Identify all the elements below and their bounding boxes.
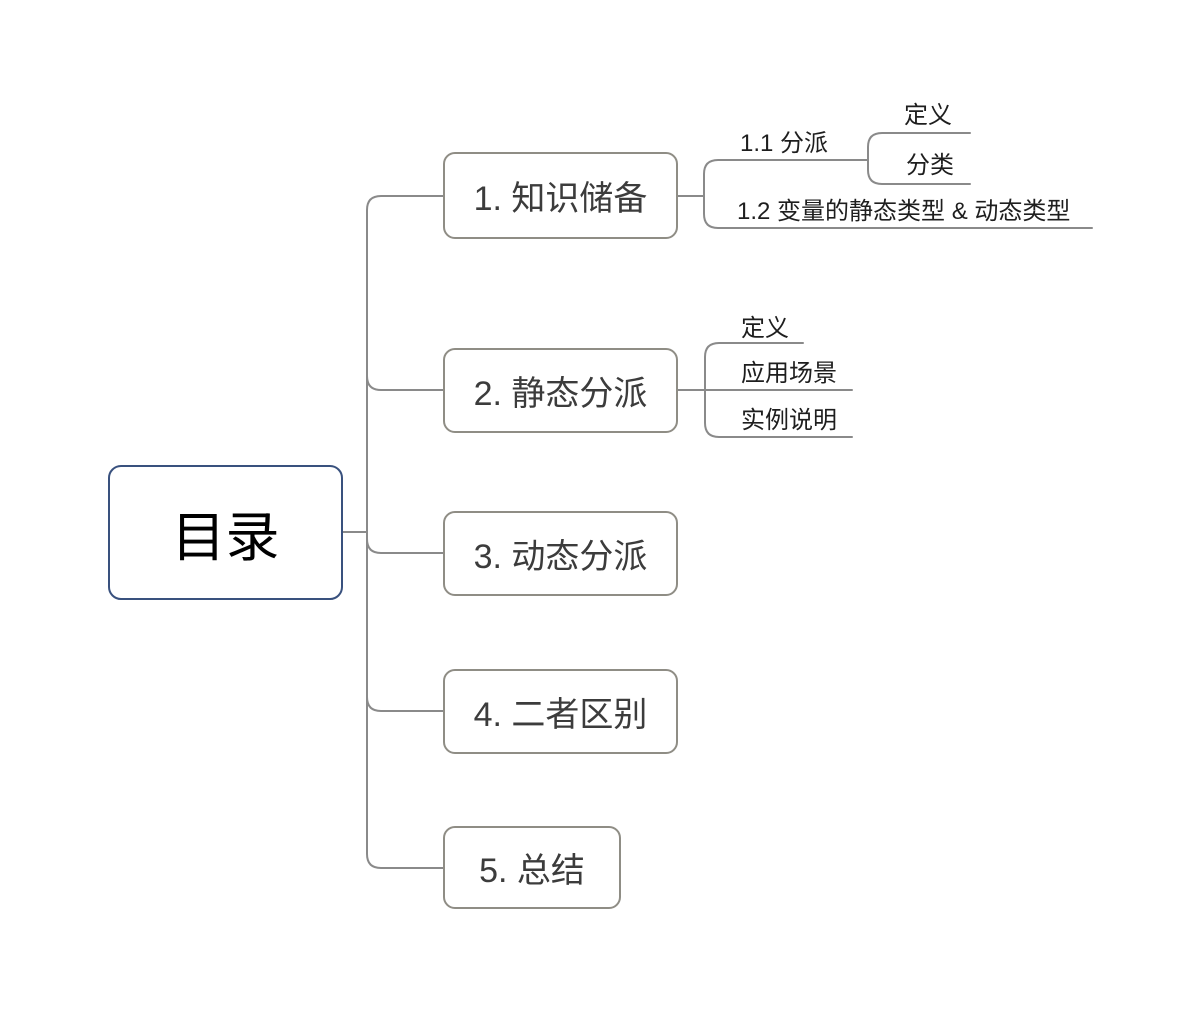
branch-topic-4[interactable]: 4. 二者区别 [443, 669, 678, 754]
connector-branch1-bracket [703, 159, 1093, 229]
branch-topic-3-label: 3. 动态分派 [473, 538, 648, 576]
branch-topic-1[interactable]: 1. 知识储备 [443, 152, 678, 239]
subtopic-2-example[interactable]: 实例说明 [741, 407, 837, 434]
branch-topic-5-label: 5. 总结 [479, 852, 585, 890]
connector-branch2 [366, 375, 444, 391]
subtopic-2-definition[interactable]: 定义 [741, 315, 789, 342]
connector-branch2-bracket [704, 342, 853, 438]
branch-topic-5[interactable]: 5. 总结 [443, 826, 621, 909]
branch-topic-2-label: 2. 静态分派 [473, 375, 648, 413]
branch-topic-2[interactable]: 2. 静态分派 [443, 348, 678, 433]
subtopic-2-use-cases[interactable]: 应用场景 [741, 360, 837, 387]
subtopic-1-2[interactable]: 1.2 变量的静态类型 & 动态类型 [737, 198, 1071, 225]
connector-branch3 [366, 538, 444, 554]
connector-trunk [366, 195, 444, 869]
connector-branch4 [366, 696, 444, 712]
branch-topic-1-label: 1. 知识储备 [473, 180, 648, 218]
branch-topic-4-label: 4. 二者区别 [473, 696, 648, 734]
subtopic-1-1-definition[interactable]: 定义 [904, 102, 952, 129]
root-topic[interactable]: 目录 [108, 465, 343, 600]
root-topic-label: 目录 [171, 508, 280, 568]
subtopic-1-1-classification[interactable]: 分类 [906, 152, 954, 179]
subtopic-1-1[interactable]: 1.1 分派 [740, 130, 829, 157]
connector-t11-bracket [867, 132, 971, 185]
branch-topic-3[interactable]: 3. 动态分派 [443, 511, 678, 596]
